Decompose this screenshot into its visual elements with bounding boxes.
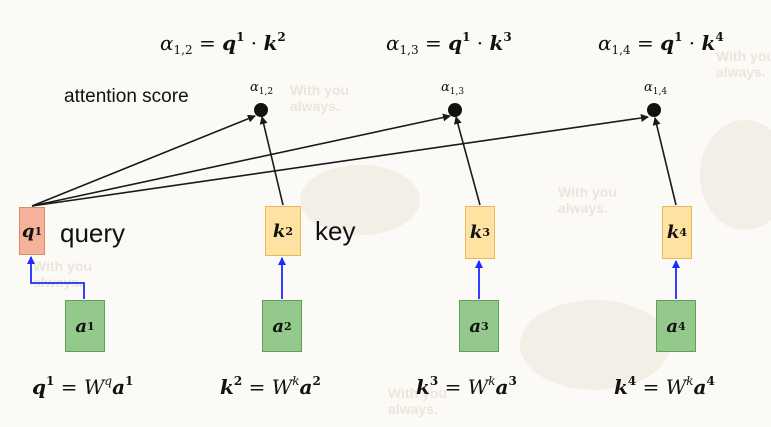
- attention-score-label: attention score: [64, 86, 189, 107]
- score-node: [647, 103, 661, 117]
- key-label: key: [315, 216, 356, 246]
- watermark-text: With you always.: [558, 184, 617, 216]
- query-to-score-line: [31, 114, 256, 207]
- query-to-score-line: [31, 114, 649, 207]
- key-to-score-line: [453, 116, 481, 206]
- watermark-blob: [700, 120, 771, 230]
- watermark-text: With you always.: [388, 385, 447, 417]
- projection-formula: q1 = Wqa1: [32, 374, 134, 399]
- score-node-label: α1,4: [644, 80, 668, 97]
- score-node: [448, 103, 462, 117]
- query-to-score-line: [31, 113, 451, 207]
- top-formula: α1,2 = q1 · k2: [160, 30, 286, 57]
- watermark-text: With you always.: [290, 82, 349, 114]
- score-node: [254, 103, 268, 117]
- watermark-blob: [520, 300, 670, 390]
- key-to-score-line: [259, 116, 284, 206]
- projection-formula: k4 = Wka4: [614, 374, 715, 399]
- projection-formula: k2 = Wka2: [220, 374, 321, 399]
- score-node-label: α1,2: [250, 80, 274, 97]
- input-to-query-arrow: [27, 256, 85, 299]
- projection-formula: k3 = Wka3: [416, 374, 517, 399]
- watermark-text: With you always.: [33, 258, 92, 290]
- top-formula: α1,4 = q1 · k4: [598, 30, 724, 57]
- watermark-blob: [300, 165, 420, 235]
- watermark-text: With you always.: [716, 48, 771, 80]
- query-label: query: [60, 218, 126, 248]
- key-to-score-line: [652, 117, 677, 206]
- score-node-label: α1,3: [441, 80, 465, 97]
- top-formula: α1,3 = q1 · k3: [386, 30, 512, 57]
